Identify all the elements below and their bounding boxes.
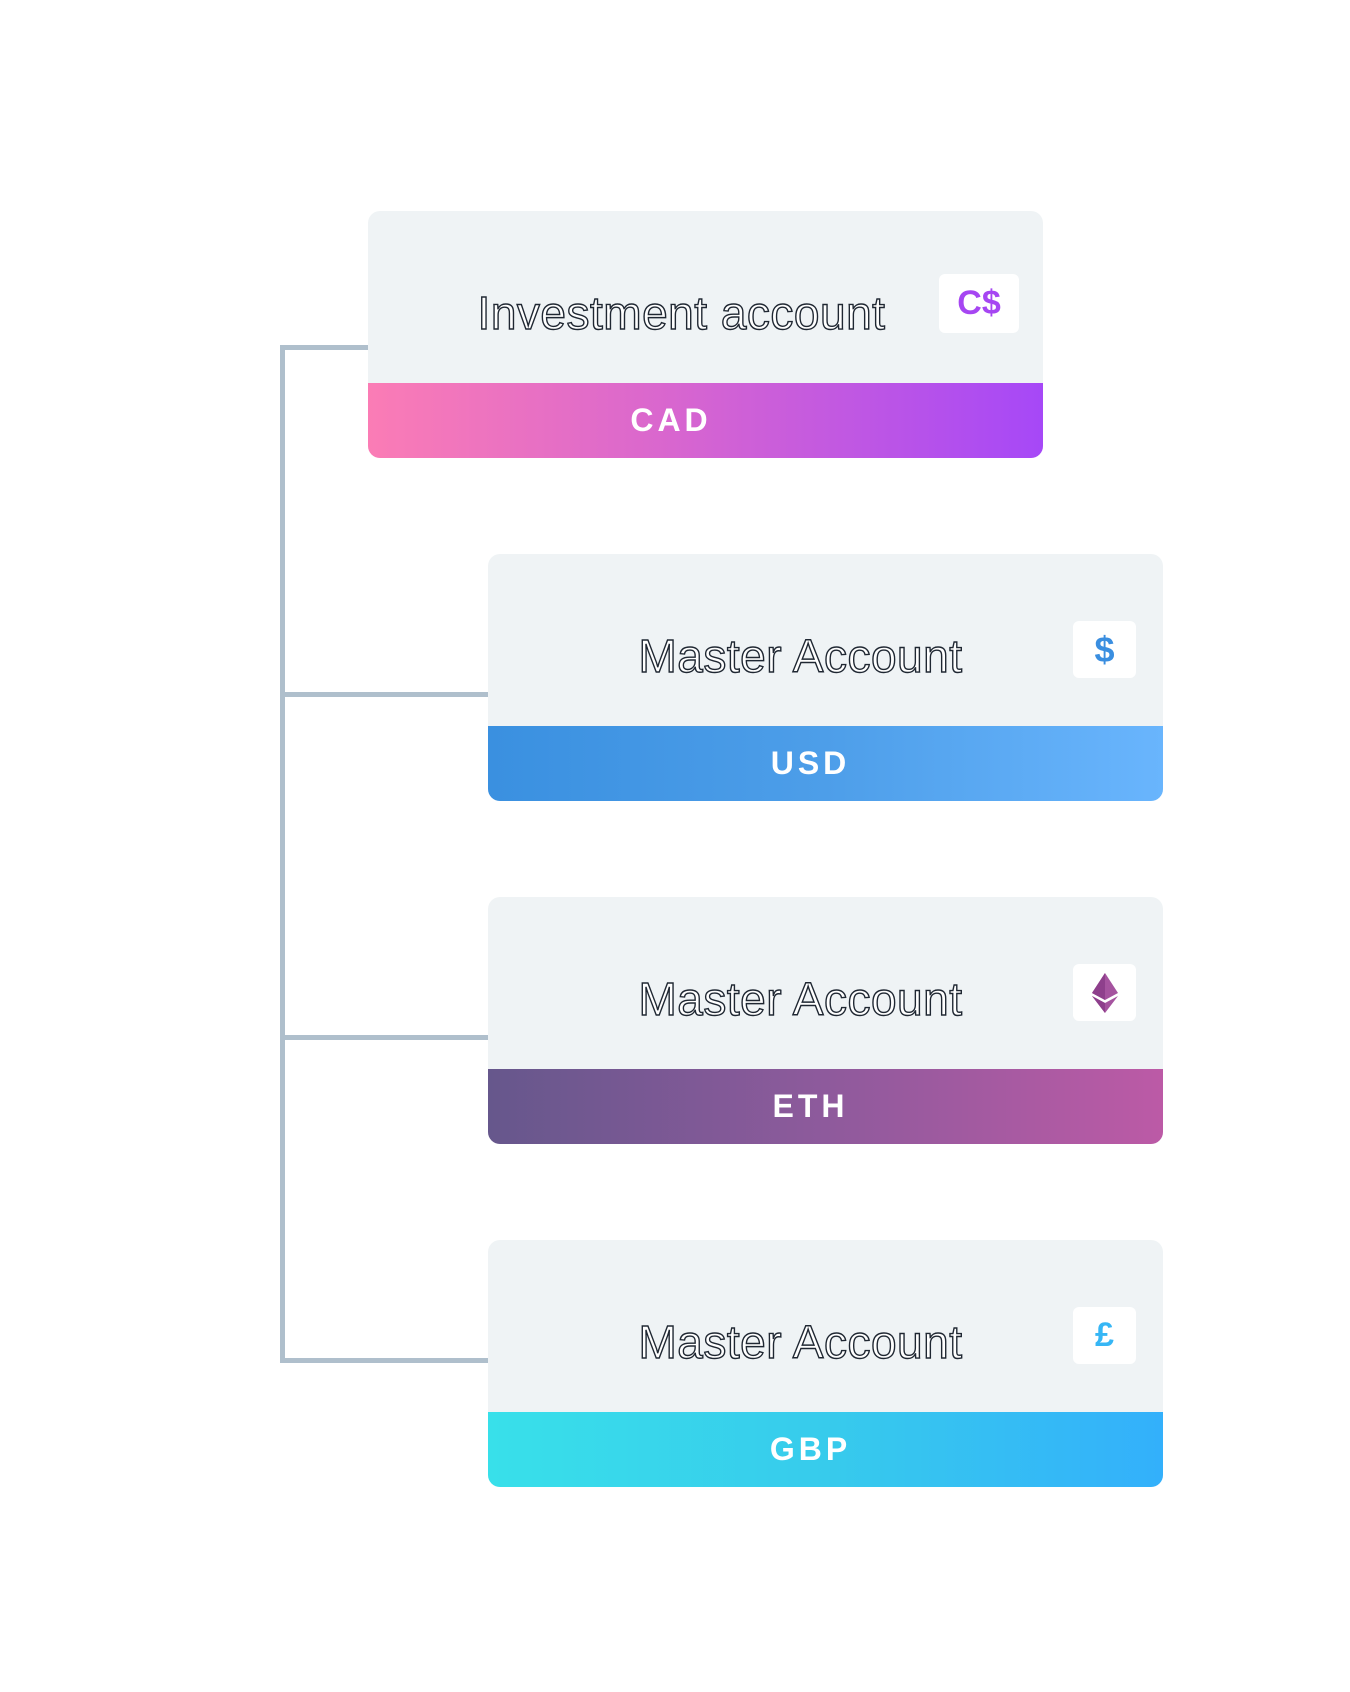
currency-bar: CAD	[368, 383, 1043, 458]
currency-symbol: C$	[957, 284, 1001, 322]
tree-branch-gbp	[280, 1358, 488, 1363]
currency-code: CAD	[630, 402, 712, 438]
tree-branch-eth	[280, 1035, 488, 1040]
currency-code: GBP	[769, 1431, 852, 1467]
gbp-icon: £	[1073, 1307, 1136, 1364]
account-name: Master Account	[638, 972, 963, 1025]
currency-bar: USD	[488, 726, 1163, 801]
ethereum-glyph	[1091, 972, 1118, 1013]
tree-branch-usd	[280, 692, 488, 697]
currency-code: ETH	[772, 1088, 849, 1124]
currency-bar: ETH	[488, 1069, 1163, 1144]
cad-icon: C$	[939, 274, 1019, 333]
currency-bar: GBP	[488, 1412, 1163, 1487]
account-name: Investment account	[477, 286, 886, 339]
currency-symbol: $	[1094, 628, 1115, 670]
account-card-usd[interactable]: Master Account $ USD	[488, 554, 1163, 801]
account-name: Master Account	[638, 1315, 963, 1368]
currency-symbol: £	[1095, 1316, 1114, 1354]
account-card-cad[interactable]: Investment account C$ CAD	[368, 211, 1043, 458]
account-card-eth[interactable]: Master Account ETH	[488, 897, 1163, 1144]
tree-branch-cad	[280, 345, 368, 350]
usd-icon: $	[1073, 621, 1136, 678]
currency-code: USD	[770, 745, 851, 781]
account-name: Master Account	[638, 629, 963, 682]
tree-trunk-line	[280, 345, 285, 1363]
ethereum-icon	[1073, 964, 1136, 1021]
account-card-gbp[interactable]: Master Account £ GBP	[488, 1240, 1163, 1487]
